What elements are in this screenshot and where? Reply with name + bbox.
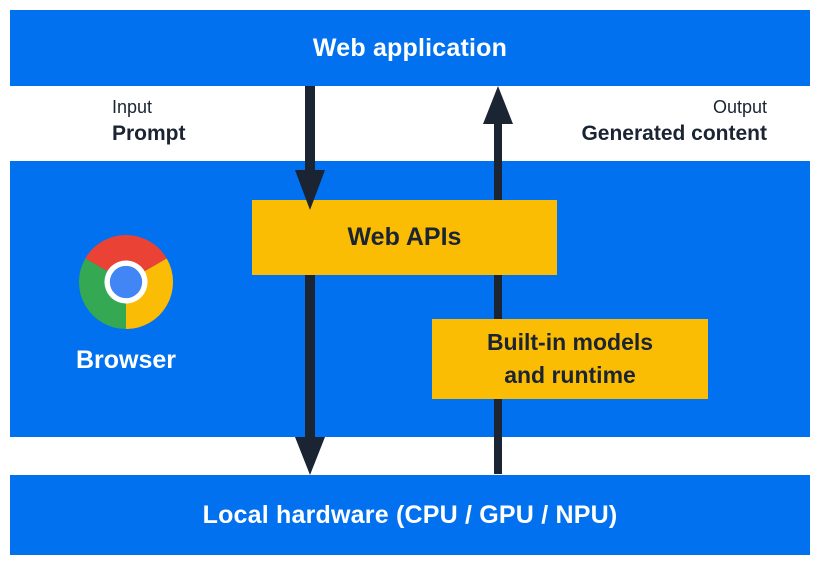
input-value: Prompt: [112, 122, 186, 145]
builtin-models-label-line1: Built-in models: [486, 329, 654, 355]
web-apis-box: Web APIs: [252, 200, 557, 275]
output-value: Generated content: [581, 122, 767, 145]
web-apis-label: Web APIs: [347, 223, 462, 251]
input-label-group: Input Prompt: [112, 95, 186, 147]
web-application-label: Web application: [312, 33, 508, 62]
builtin-models-label-line2: and runtime: [504, 362, 636, 388]
web-application-bar: Web application: [10, 10, 810, 86]
chrome-logo-icon: [78, 234, 174, 330]
builtin-models-box: Built-in models and runtime: [432, 319, 708, 399]
local-hardware-bar: Local hardware (CPU / GPU / NPU): [10, 475, 810, 555]
output-label-group: Output Generated content: [581, 95, 767, 147]
browser-label: Browser: [75, 346, 177, 374]
local-hardware-label: Local hardware (CPU / GPU / NPU): [202, 500, 618, 529]
output-title: Output: [712, 97, 767, 117]
input-title: Input: [112, 97, 153, 117]
